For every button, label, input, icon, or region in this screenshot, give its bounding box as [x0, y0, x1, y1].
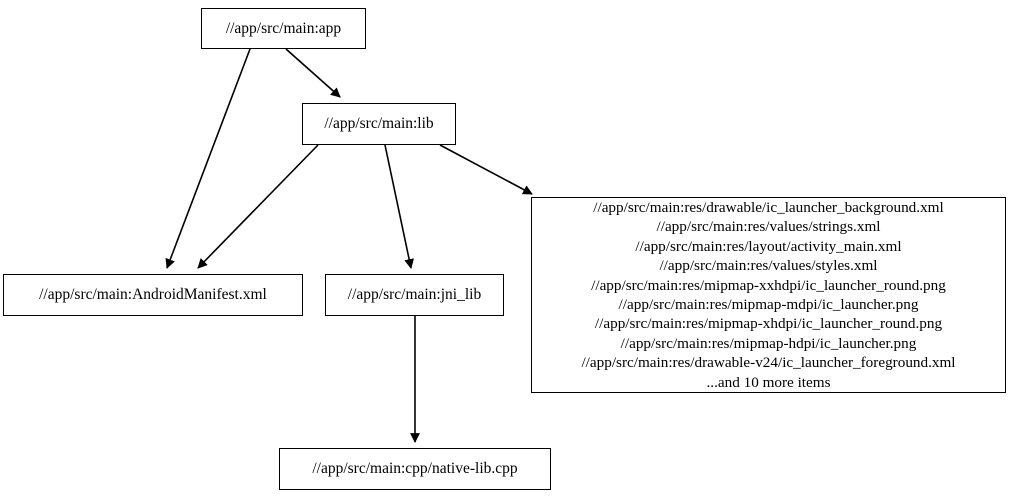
edge-lib-to-res — [439, 144, 533, 195]
graph-node-app[interactable]: //app/src/main:app — [201, 8, 366, 49]
edge-lib-to-jni — [384, 144, 415, 269]
graph-node-androidmanifest[interactable]: //app/src/main:AndroidManifest.xml — [3, 274, 303, 316]
graph-node-native-lib-cpp[interactable]: //app/src/main:cpp/native-lib.cpp — [279, 448, 551, 490]
graph-node-jni-lib[interactable]: //app/src/main:jni_lib — [325, 274, 504, 316]
graph-node-androidmanifest-label: //app/src/main:AndroidManifest.xml — [39, 286, 267, 304]
graph-node-native-lib-cpp-label: //app/src/main:cpp/native-lib.cpp — [312, 460, 518, 478]
edge-app-to-lib — [285, 48, 341, 98]
graph-node-res-collection-label: //app/src/main:res/drawable/ic_launcher_… — [581, 198, 956, 391]
graph-node-lib[interactable]: //app/src/main:lib — [302, 103, 456, 145]
edge-app-to-manifest — [165, 48, 251, 269]
edge-lib-to-manifest — [197, 144, 319, 269]
graph-node-res-collection[interactable]: //app/src/main:res/drawable/ic_launcher_… — [531, 197, 1006, 393]
graph-node-app-label: //app/src/main:app — [225, 19, 342, 37]
graph-node-lib-label: //app/src/main:lib — [324, 115, 434, 133]
graph-node-jni-lib-label: //app/src/main:jni_lib — [347, 286, 482, 304]
